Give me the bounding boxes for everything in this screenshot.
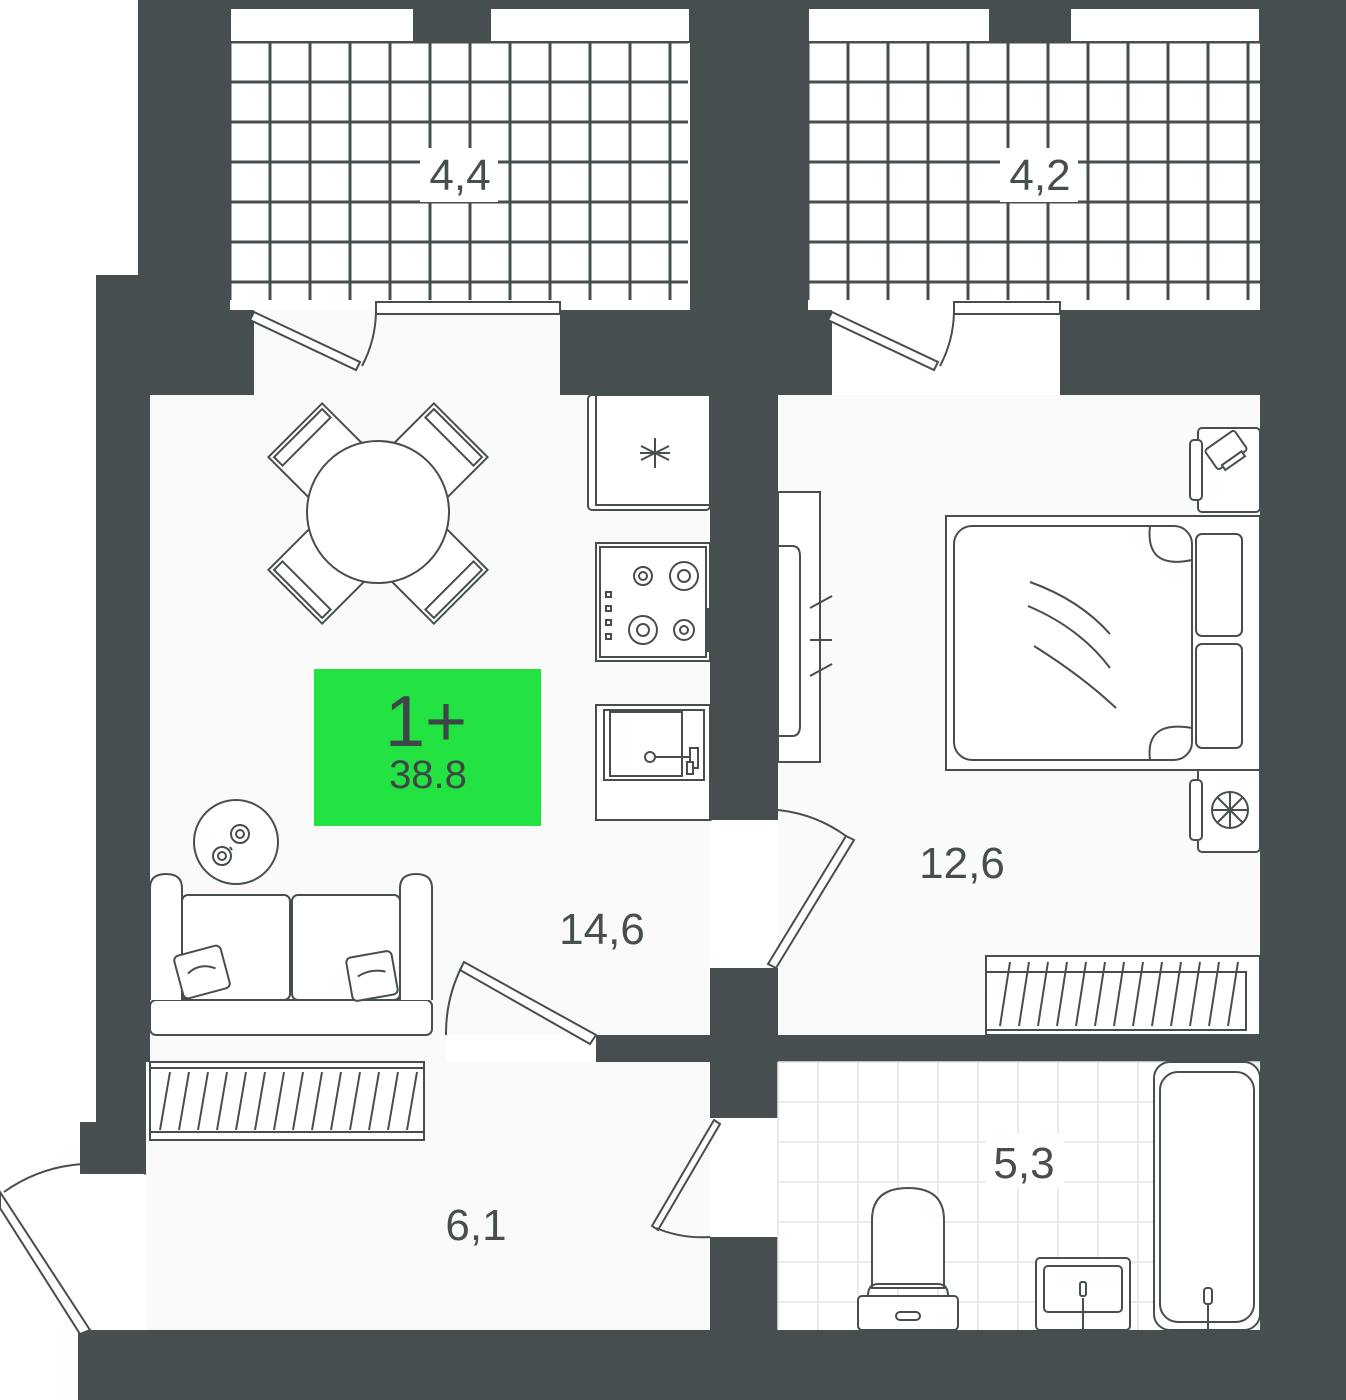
wardrobe-icon [985,955,1261,1036]
balcony-right: 4,2 [806,7,1261,302]
washbasin-icon [1035,1257,1131,1331]
door-icon [0,310,955,1336]
living-kitchen-area: 14,6 [559,905,645,954]
wardrobe-icon [149,1061,425,1141]
stove-icon [595,542,711,662]
bathroom-area: 5,3 [993,1139,1054,1188]
chair-icon [266,401,490,626]
room-count: 1+ [385,682,467,762]
total-area: 38.8 [389,753,467,797]
balcony-right-area: 4,2 [1009,151,1070,200]
bathtub-icon [1153,1061,1261,1331]
balcony-left-area: 4,4 [429,151,490,200]
kitchen-sink-icon [595,704,711,821]
fridge-icon [640,438,670,468]
coffee-table-icon [193,799,279,885]
toilet-icon [857,1186,959,1331]
hallway-area: 6,1 [445,1201,506,1250]
bedroom-area: 12,6 [919,839,1005,888]
badge-background [314,669,541,826]
apartment-badge: 1+ 38.8 [314,669,541,826]
double-bed-icon [945,515,1261,771]
dining-table-icon [306,440,450,584]
walls [78,0,1346,1400]
balcony-left: 4,4 [228,7,691,302]
sofa-icon [149,872,433,1036]
lamp-icon [1204,430,1249,829]
wardrobe-icon [777,491,833,763]
